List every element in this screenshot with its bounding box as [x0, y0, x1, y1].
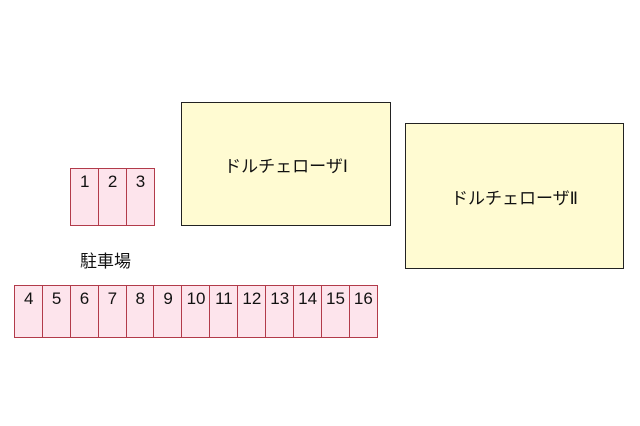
parking-space-15: 15 [320, 285, 351, 338]
parking-space-2: 2 [97, 168, 128, 226]
building-label: ドルチェローザⅠ [224, 156, 348, 177]
parking-space-11: 11 [209, 285, 239, 338]
parking-label: 駐車場 [80, 252, 131, 272]
building-dolce-rosa-1: ドルチェローザⅠ [181, 102, 391, 226]
parking-space-1: 1 [70, 168, 100, 226]
parking-space-16: 16 [348, 285, 379, 338]
parking-space-10: 10 [181, 285, 211, 338]
parking-space-8: 8 [125, 285, 155, 338]
parking-space-3: 3 [125, 168, 156, 226]
parking-space-7: 7 [97, 285, 128, 338]
parking-space-14: 14 [292, 285, 323, 338]
parking-space-13: 13 [265, 285, 295, 338]
building-label: ドルチェローザⅡ [450, 188, 579, 209]
parking-space-6: 6 [69, 285, 100, 338]
parking-space-4: 4 [14, 285, 44, 338]
parking-space-5: 5 [41, 285, 72, 338]
building-dolce-rosa-2: ドルチェローザⅡ [405, 123, 624, 269]
parking-space-12: 12 [237, 285, 267, 338]
parking-space-9: 9 [153, 285, 183, 338]
